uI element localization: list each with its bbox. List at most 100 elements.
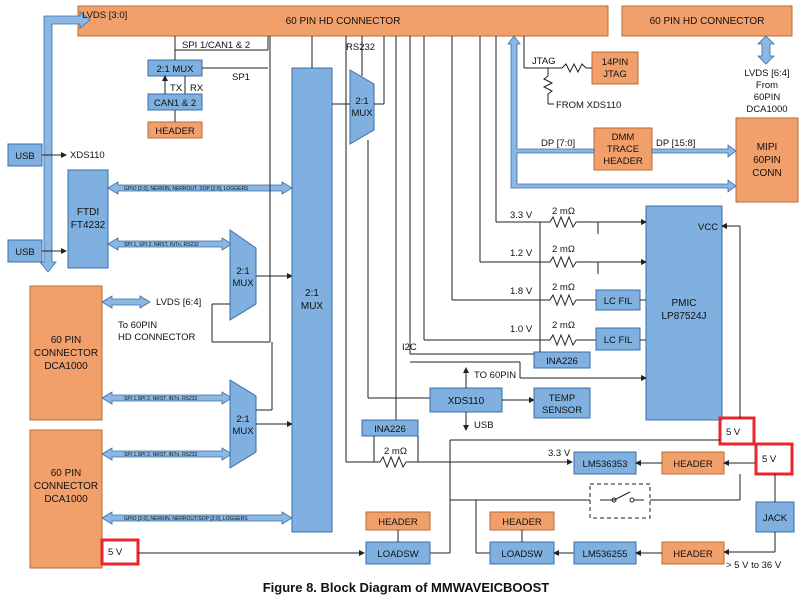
vcc-label: VCC bbox=[698, 222, 718, 233]
r3-label: 2 mΩ bbox=[552, 282, 575, 293]
lvds-64-left-arrow bbox=[101, 295, 151, 309]
dp-70-bus bbox=[507, 35, 737, 193]
dp158-label: DP [15:8] bbox=[656, 138, 695, 149]
dca-top-label-2: CONNECTOR bbox=[34, 348, 98, 359]
header-ld2-label: HEADER bbox=[502, 517, 542, 528]
highlight-5v-mid bbox=[718, 416, 756, 446]
usb-top-label: USB bbox=[15, 151, 35, 162]
to60pin-r-label: TO 60PIN bbox=[474, 370, 516, 381]
lvds-30-label: LVDS [3:0] bbox=[82, 10, 127, 21]
mux-tri-rs bbox=[349, 69, 375, 145]
bus-spi-3-label: SPI 1,SPI 2, NRST, INTn, RS232 bbox=[124, 452, 198, 458]
mux-tri-2-l1: 2:1 bbox=[236, 414, 249, 425]
v10-label: 1.0 V bbox=[510, 324, 533, 335]
loadsw-2-label: LOADSW bbox=[501, 549, 542, 560]
can-label: CAN1 & 2 bbox=[154, 98, 196, 109]
header-ld1-label: HEADER bbox=[378, 517, 418, 528]
temp-l1: TEMP bbox=[549, 393, 575, 404]
mux-rs-l2: MUX bbox=[351, 108, 373, 119]
range-label: > 5 V to 36 V bbox=[726, 560, 782, 571]
temp-l2: SENSOR bbox=[542, 405, 582, 416]
dca-bot-label-3: DCA1000 bbox=[44, 494, 88, 505]
rx-label: RX bbox=[190, 83, 204, 94]
to60pin-label-2: HD CONNECTOR bbox=[118, 332, 196, 343]
dca-top-label-1: 60 PIN bbox=[51, 335, 82, 346]
dp70-label: DP [7:0] bbox=[541, 138, 575, 149]
figure-caption: Figure 8. Block Diagram of MMWAVEICBOOST bbox=[263, 580, 550, 595]
hd-connector-main bbox=[77, 5, 609, 37]
jtag-l1: 14PIN bbox=[602, 57, 629, 68]
r2-label: 2 mΩ bbox=[552, 244, 575, 255]
dmm-header bbox=[593, 127, 653, 171]
lvds-64-right-arrow bbox=[757, 35, 775, 65]
dca-connector-bottom bbox=[29, 429, 103, 569]
mux-tri-2-l2: MUX bbox=[232, 426, 254, 437]
mux-tri-2 bbox=[229, 379, 257, 469]
lvds-right-l4: DCA1000 bbox=[746, 104, 787, 115]
lm536353-label: LM536353 bbox=[583, 459, 628, 470]
ina226-2 bbox=[361, 419, 419, 437]
jack-label: JACK bbox=[763, 513, 788, 524]
lvds-right-l1: LVDS [6:4] bbox=[744, 68, 789, 79]
jtag-l2: JTAG bbox=[603, 69, 627, 80]
ftdi-block bbox=[67, 169, 109, 269]
v18-label: 1.8 V bbox=[510, 286, 533, 297]
to60pin-label-1: To 60PIN bbox=[118, 320, 157, 331]
ina226-1 bbox=[533, 351, 591, 369]
pmic-block bbox=[645, 205, 723, 421]
spi-can-label: SPI 1/CAN1 & 2 bbox=[182, 40, 250, 51]
r1-label: 2 mΩ bbox=[552, 206, 575, 217]
sp1-label: SP1 bbox=[232, 72, 250, 83]
dmm-l2: TRACE bbox=[607, 144, 639, 155]
jtag-sig-label: JTAG bbox=[532, 56, 556, 67]
bus-gpio-1-label: GPIO [2:0], NERRIN, NERROUT, SOP [2:0], … bbox=[124, 186, 249, 192]
switch-box bbox=[589, 483, 651, 519]
mux-rs-l1: 2:1 bbox=[355, 96, 368, 107]
mipi-connector bbox=[735, 117, 799, 203]
ina226-1-label: INA226 bbox=[546, 356, 578, 367]
jtag-block bbox=[591, 51, 639, 85]
pmic-l2: LP87524J bbox=[661, 311, 706, 322]
pmic-l1: PMIC bbox=[672, 298, 697, 309]
mux-tri-1-l1: 2:1 bbox=[236, 266, 249, 277]
temp-sensor bbox=[533, 387, 591, 419]
bus-gpio-2-label: GPIO [2:0], NERRIN, NERROUT/SOP [2:0], L… bbox=[124, 516, 248, 522]
v5-right-label: 5 V bbox=[762, 454, 777, 465]
v33-b-label: 3.3 V bbox=[548, 448, 571, 459]
mux-big-l2: MUX bbox=[301, 301, 324, 312]
dca-connector-top bbox=[29, 285, 103, 421]
mux-tri-1-l2: MUX bbox=[232, 278, 254, 289]
v5-mid-label: 5 V bbox=[726, 427, 741, 438]
lm536255-label: LM536255 bbox=[583, 549, 628, 560]
hd-connector-right bbox=[621, 5, 793, 37]
tx-label: TX bbox=[170, 83, 183, 94]
v33-label: 3.3 V bbox=[510, 210, 533, 221]
header-can-label: HEADER bbox=[155, 126, 195, 137]
highlight-5v-right bbox=[754, 442, 794, 476]
r5-label: 2 mΩ bbox=[384, 446, 407, 457]
mux-big bbox=[291, 67, 333, 533]
hd-connector-main-label: 60 PIN HD CONNECTOR bbox=[286, 16, 401, 27]
dca-bot-label-1: 60 PIN bbox=[51, 468, 82, 479]
xds110-usb-label: XDS110 bbox=[70, 150, 105, 161]
dp-158-bus bbox=[651, 144, 737, 158]
mux-big-l1: 2:1 bbox=[305, 288, 319, 299]
ftdi-label-1: FTDI bbox=[77, 207, 99, 218]
header-top-right-label: HEADER bbox=[673, 459, 713, 470]
xds110-label: XDS110 bbox=[448, 396, 485, 407]
usb-mid-label: USB bbox=[15, 247, 35, 258]
ftdi-label-2: FT4232 bbox=[71, 220, 106, 231]
mux-tri-1 bbox=[229, 229, 257, 321]
mipi-l3: CONN bbox=[752, 168, 781, 179]
lcfil-1-label: LC FIL bbox=[604, 296, 633, 307]
mipi-l1: MIPI bbox=[757, 142, 778, 153]
header-bottom-right-label: HEADER bbox=[673, 549, 713, 560]
i2c-label: I2C bbox=[402, 342, 417, 353]
usb-r-label: USB bbox=[474, 420, 494, 431]
v5-left-label: 5 V bbox=[108, 547, 123, 558]
dmm-l1: DMM bbox=[612, 132, 635, 143]
rs232-label: RS232 bbox=[346, 42, 375, 53]
dmm-l3: HEADER bbox=[603, 156, 643, 167]
dca-top-label-3: DCA1000 bbox=[44, 361, 88, 372]
